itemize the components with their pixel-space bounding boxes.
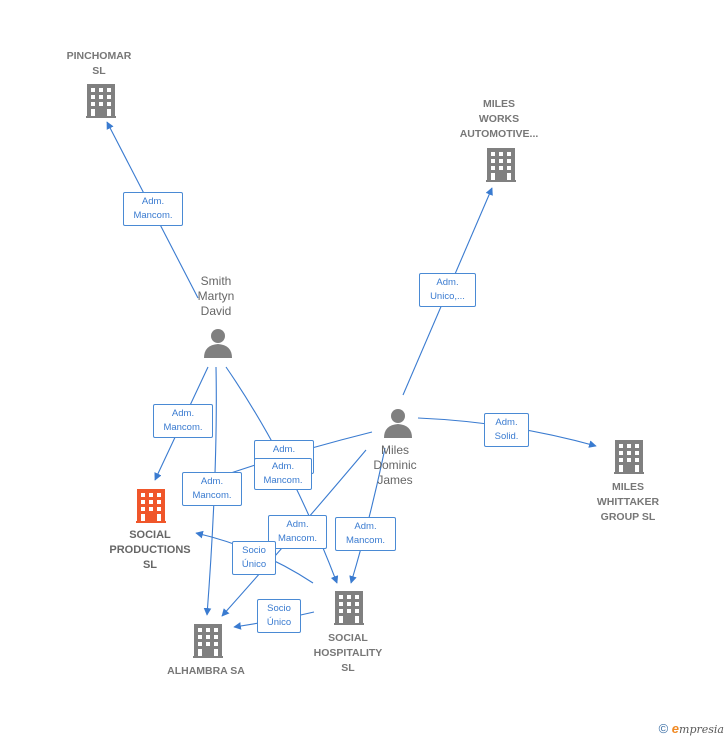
- smith-person-icon[interactable]: [204, 329, 232, 358]
- whittaker-building-icon[interactable]: [614, 440, 644, 474]
- node-label-pinchomar[interactable]: PINCHOMAR SL: [66, 50, 132, 77]
- edge-label-smith-pinchomar[interactable]: Adm. Mancom.: [123, 192, 183, 226]
- node-label-miles-dominic[interactable]: Miles Dominic James: [373, 443, 417, 487]
- empresia-watermark: © empresia: [659, 721, 724, 736]
- socialhosp-building-icon[interactable]: [334, 591, 364, 625]
- node-label-miles-works[interactable]: MILES WORKS AUTOMOTIVE...: [459, 98, 539, 140]
- socialprod-building-icon[interactable]: [136, 489, 166, 523]
- node-label-social-productions[interactable]: SOCIAL PRODUCTIONS SL: [109, 529, 191, 571]
- brand-logo-text: mpresia: [679, 723, 724, 736]
- node-label-smith[interactable]: Smith Martyn David: [197, 274, 235, 318]
- milesworks-building-icon[interactable]: [486, 148, 516, 182]
- alhambra-building-icon[interactable]: [193, 624, 223, 658]
- node-label-alhambra[interactable]: ALHAMBRA SA: [167, 665, 245, 677]
- dominic-person-icon[interactable]: [384, 409, 412, 438]
- edge-label-dominic-alhambra[interactable]: Adm. Mancom.: [268, 515, 327, 549]
- edge-label-socialhosp-alhambra[interactable]: Socio Único: [257, 599, 301, 633]
- node-label-social-hospitality[interactable]: SOCIAL HOSPITALITY SL: [313, 632, 383, 674]
- brand-logo-e: e: [671, 721, 680, 736]
- edge-label-smith-alhambra[interactable]: Adm. Mancom.: [182, 472, 242, 506]
- edge-label-dominic-milesworks[interactable]: Adm. Unico,...: [419, 273, 476, 307]
- edge-label-dominic-socialhosp[interactable]: Adm. Mancom.: [335, 517, 396, 551]
- pinchomar-building-icon[interactable]: [86, 84, 116, 118]
- edge-label-smith-socialprod[interactable]: Adm. Mancom.: [153, 404, 213, 438]
- edge-label-socialhosp-socialprod[interactable]: Socio Único: [232, 541, 276, 575]
- node-label-miles-whittaker[interactable]: MILES WHITTAKER GROUP SL: [596, 481, 660, 523]
- edge-label-smith-socialhosp[interactable]: Adm. Mancom.: [254, 458, 312, 490]
- copyright-symbol: ©: [658, 721, 669, 736]
- edge-label-dominic-whittaker[interactable]: Adm. Solid.: [484, 413, 529, 447]
